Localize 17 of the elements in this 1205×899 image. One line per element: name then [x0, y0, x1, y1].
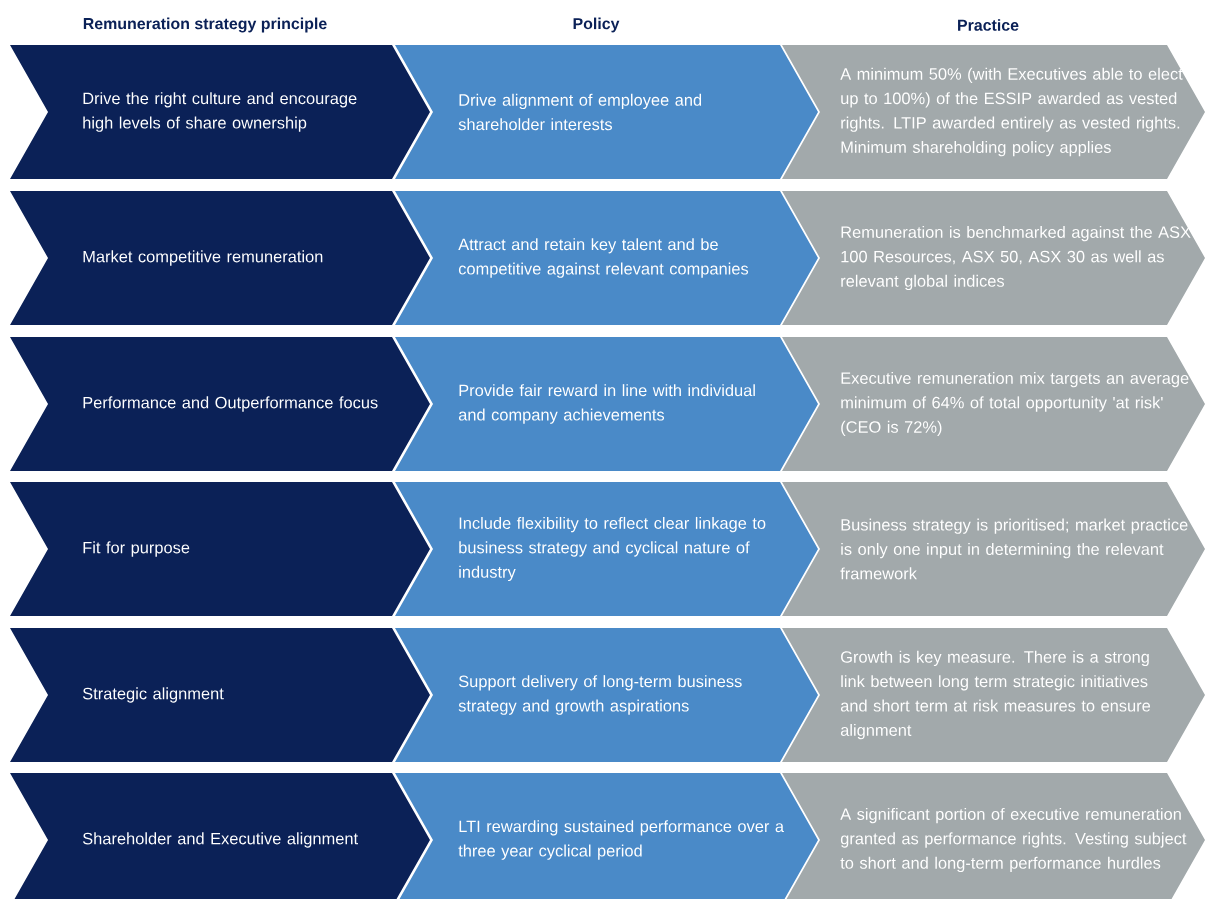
chevron-box: Support delivery of long-term business strategy and growth aspirations — [395, 628, 818, 762]
chevron-box: Executive remuneration mix targets an average minimum of 64% of total opportunity 'at risk' (CEO is 72%) — [782, 337, 1205, 471]
chevron-box: Performance and Outperformance focus — [10, 337, 430, 471]
chevron-box: Market competitive remuneration — [10, 191, 430, 325]
chevron-box: A minimum 50% (with Executives able to elect up to 100%) of the ESSIP awarded as vested rights. LTIP awarded entirely as vested rights. Minimum shareholding policy applies — [782, 45, 1205, 179]
chevron-box: Growth is key measure. There is a strong link between long term strategic initiatives and short term at risk measures to ensure alignment — [782, 628, 1205, 762]
chevron-box: Provide fair reward in line with individual and company achievements — [395, 337, 818, 471]
chevron-box: LTI rewarding sustained performance over a three year cyclical period — [395, 773, 818, 899]
chevron-box: Shareholder and Executive alignment — [10, 773, 430, 899]
chevron-box: Fit for purpose — [10, 482, 430, 616]
chevron-box: Business strategy is prioritised; market practice is only one input in determining the relevant framework — [782, 482, 1205, 616]
chevron-box: Attract and retain key talent and be competitive against relevant companies — [395, 191, 818, 325]
chevron-box: Strategic alignment — [10, 628, 430, 762]
chevron-box: Drive alignment of employee and shareholder interests — [395, 45, 818, 179]
chevron-box: Remuneration is benchmarked against the ASX 100 Resources, ASX 50, ASX 30 as well as relevant global indices — [782, 191, 1205, 325]
chevron-box: Drive the right culture and encourage high levels of share ownership — [10, 45, 430, 179]
chevron-box: Include flexibility to reflect clear linkage to business strategy and cyclical nature of industry — [395, 482, 818, 616]
